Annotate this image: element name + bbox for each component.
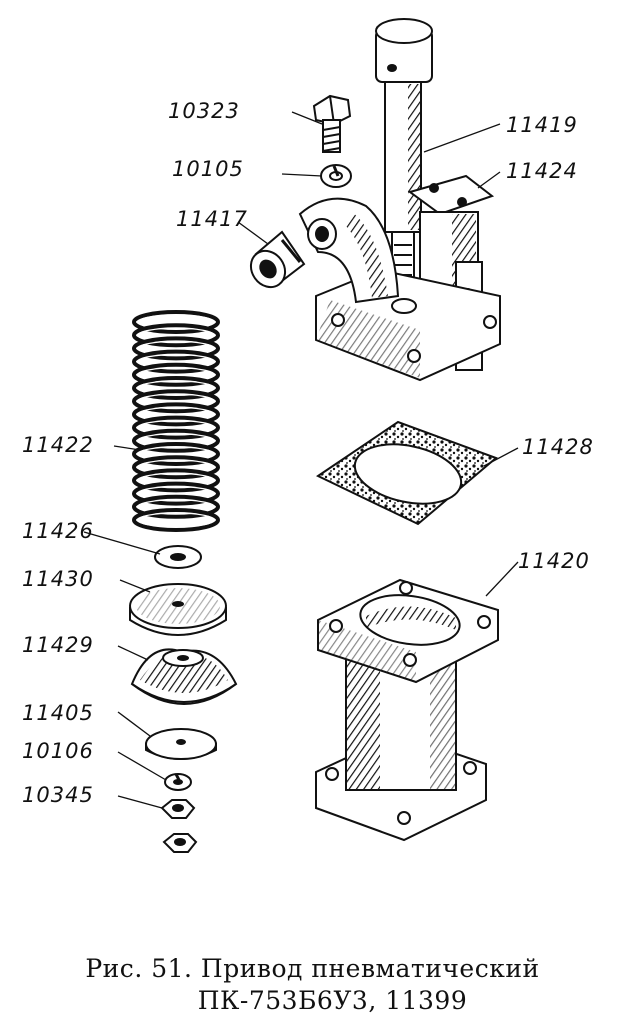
disc-part-11430 (129, 583, 227, 636)
callout-10105: 10105 (172, 157, 244, 181)
callout-10106: 10106 (22, 739, 94, 763)
spring-coil (132, 376, 220, 400)
spring-coil-highlight (137, 512, 215, 528)
spring-coil-highlight (137, 327, 215, 343)
callout-10323: 10323 (168, 99, 240, 123)
washer-part-11426 (154, 545, 202, 569)
spring-coil (132, 415, 220, 440)
spring-coil (132, 362, 220, 387)
spring-coil (132, 494, 220, 519)
spring-coil (132, 336, 220, 361)
callout-11430: 11430 (22, 567, 94, 591)
spring-part-11422 (132, 310, 220, 532)
bolt-part-10323 (312, 94, 352, 153)
lever-support-housing (298, 197, 501, 382)
spring-coil-highlight (137, 499, 215, 515)
spring-coil-highlight (137, 459, 215, 475)
cup-part-11429 (130, 648, 238, 705)
spring-coil-highlight (137, 367, 215, 383)
spring-coil-highlight (137, 340, 215, 356)
callout-11426: 11426 (22, 519, 94, 543)
callout-11428: 11428 (522, 435, 594, 459)
nut-part-10345 (160, 799, 198, 853)
callout-11405: 11405 (22, 701, 94, 725)
callout-11419: 11419 (506, 113, 578, 137)
spring-coil (132, 310, 220, 334)
callout-11422: 11422 (22, 433, 94, 457)
washer-part-11405 (145, 728, 217, 760)
callout-11417: 11417 (176, 207, 248, 231)
callout-11420: 11420 (518, 549, 590, 573)
spring-coil-highlight (137, 380, 215, 396)
bushing-part-11417 (249, 230, 306, 289)
spring-coil-highlight (137, 314, 215, 330)
spring-coil (132, 455, 220, 480)
spring-coil (132, 389, 220, 414)
spring-coil (132, 481, 220, 506)
figure-caption-line-2: ПК-753Б6У3, 11399 (197, 986, 468, 1015)
callout-10345: 10345 (22, 783, 94, 807)
spring-coil-highlight (137, 446, 215, 462)
spring-coil-highlight (137, 406, 215, 422)
cylinder-housing-part-11420 (315, 578, 499, 842)
spring-coil (132, 442, 220, 466)
spring-coil-highlight (137, 433, 215, 449)
spring-coil-highlight (137, 420, 215, 436)
spring-coil (132, 508, 220, 532)
spring-coil-highlight (137, 354, 215, 370)
spring-coil (132, 323, 220, 348)
spring-coil-highlight (137, 472, 215, 488)
lock-washer-part-10105 (320, 164, 352, 188)
spring-coil (132, 468, 220, 493)
spring-coil (132, 402, 220, 427)
spring-coil-highlight (137, 393, 215, 409)
spring-coil (132, 349, 220, 374)
gasket-part-11428 (315, 420, 498, 526)
spring-coil (132, 428, 220, 453)
lock-washer-part-10106 (164, 773, 192, 791)
callout-11429: 11429 (22, 633, 94, 657)
figure-caption-line-1: Рис. 51. Привод пневматический (85, 954, 540, 983)
spring-coil-highlight (137, 486, 215, 502)
callout-11424: 11424 (506, 159, 578, 183)
leader-lines (83, 111, 519, 809)
